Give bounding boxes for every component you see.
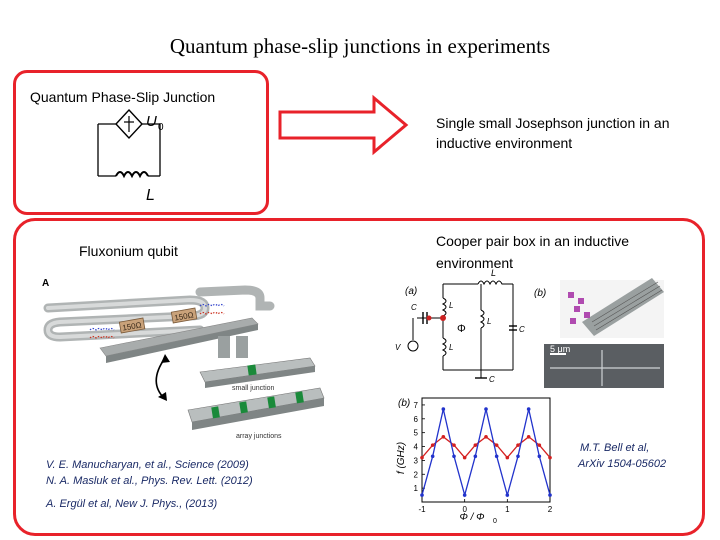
series-point-1 bbox=[462, 455, 467, 460]
cpb-circuit-diagram: (a) L L L L C Φ C V C bbox=[395, 268, 525, 384]
y-tick-label: 6 bbox=[414, 415, 419, 424]
series-point-2 bbox=[430, 454, 435, 459]
series-point-2 bbox=[505, 493, 510, 497]
x-tick-label: -1 bbox=[418, 505, 426, 514]
series-point-1 bbox=[494, 443, 499, 447]
series-point-1 bbox=[505, 455, 510, 460]
citation-ergul: A. Ergül et al, New J. Phys., (2013) bbox=[46, 498, 218, 510]
y-tick-label: 4 bbox=[414, 443, 419, 452]
series-point-2 bbox=[537, 454, 542, 459]
y-tick-label: 1 bbox=[414, 484, 419, 493]
qps-inductor bbox=[115, 171, 149, 179]
fluxonium-device-image: A 150Ω 150Ω small junction array junctio… bbox=[42, 278, 325, 440]
cpb-label-lsh: L bbox=[487, 317, 491, 326]
scale-bar-label: 5 μm bbox=[550, 344, 570, 354]
citation-bell-line2: ArXiv 1504-05602 bbox=[578, 458, 667, 470]
josephson-text-line2: inductive environment bbox=[436, 135, 573, 151]
array-junctions-label: array junctions bbox=[236, 433, 282, 440]
y-tick-label: 3 bbox=[414, 456, 419, 465]
series-point-2 bbox=[526, 407, 531, 411]
plot-panel-label: (b) bbox=[398, 398, 410, 409]
y-tick-label: 7 bbox=[414, 401, 419, 410]
series-point-1 bbox=[441, 435, 446, 439]
series-point-1 bbox=[430, 443, 435, 447]
cpb-label-lb-bottom: L bbox=[449, 343, 453, 352]
small-junction-label: small junction bbox=[232, 385, 275, 392]
cpb-label-cg: C bbox=[411, 303, 417, 312]
cpb-label-phi: Φ bbox=[457, 323, 466, 335]
series-point-2 bbox=[548, 493, 552, 497]
series-point-1 bbox=[548, 455, 552, 460]
spectrum-plot: (b) f (GHz) 1 2 3 4 5 6 7 -1 0 1 2 Φ / Φ 0 bbox=[396, 397, 553, 524]
citation-bell-line1: M.T. Bell et al, bbox=[580, 442, 650, 454]
series-point-2 bbox=[484, 407, 488, 411]
qps-diamond-element bbox=[115, 108, 143, 140]
series-point-2 bbox=[494, 454, 499, 459]
series-point-2 bbox=[452, 454, 456, 459]
series-point-1 bbox=[526, 435, 531, 439]
citation-masluk: N. A. Masluk et al., Phys. Rev. Lett. (2… bbox=[46, 475, 253, 487]
plot-frame bbox=[421, 397, 551, 503]
cpb-panel-a: (a) bbox=[405, 286, 417, 297]
cpb-panel-b: (b) bbox=[534, 288, 546, 299]
qps-circuit-diagram: U 0 L bbox=[97, 108, 164, 204]
resistor-right bbox=[170, 307, 198, 324]
series-point-1 bbox=[452, 443, 456, 447]
right-arrow-icon bbox=[278, 94, 409, 156]
series-point-1 bbox=[473, 443, 478, 447]
x-tick-label: 2 bbox=[548, 505, 553, 514]
josephson-text-line1: Single small Josephson junction in an bbox=[436, 115, 670, 131]
series-point-2 bbox=[516, 454, 520, 459]
plot-xlabel: Φ / Φ bbox=[459, 512, 484, 523]
qps-l-symbol: L bbox=[146, 187, 155, 204]
cpb-label-l: L bbox=[491, 268, 496, 278]
fluxonium-label: Fluxonium qubit bbox=[79, 243, 178, 259]
fluxonium-panel-letter: A bbox=[42, 278, 49, 289]
cpb-label-vg: V bbox=[395, 343, 401, 352]
qps-u-symbol: U bbox=[146, 113, 157, 130]
resistor-left-label: 150Ω bbox=[122, 320, 143, 332]
series-point-2 bbox=[473, 454, 478, 459]
series-point-1 bbox=[537, 443, 542, 447]
series-point-2 bbox=[420, 493, 424, 497]
y-tick-label: 5 bbox=[414, 429, 419, 438]
qps-label: Quantum Phase-Slip Junction bbox=[30, 89, 216, 105]
resistor-right-label: 150Ω bbox=[174, 310, 195, 322]
qps-box: Quantum Phase-Slip Junction bbox=[13, 70, 269, 215]
x-tick-label: 1 bbox=[505, 505, 510, 514]
slide-title: Quantum phase-slip junctions in experime… bbox=[169, 34, 551, 58]
cpb-text-line2: environment bbox=[436, 255, 514, 271]
series-point-1 bbox=[420, 455, 424, 460]
series-point-2 bbox=[441, 407, 446, 411]
y-tick-label: 2 bbox=[414, 470, 419, 479]
cpb-label-lb-top: L bbox=[449, 301, 453, 310]
cpb-micrograph-image: (b) 5 μm bbox=[534, 278, 664, 388]
x-tick-label: 0 bbox=[462, 505, 467, 514]
cpb-label-cgnd: C bbox=[489, 375, 495, 384]
cpb-label-c: C bbox=[519, 325, 525, 334]
series-point-2 bbox=[462, 493, 467, 497]
series-point-1 bbox=[516, 443, 520, 447]
citation-manucharyan: V. E. Manucharyan, et al., Science (2009… bbox=[46, 459, 249, 471]
plot-xlabel-subscript: 0 bbox=[493, 518, 497, 524]
experiments-box bbox=[13, 218, 705, 536]
plot-ylabel: f (GHz) bbox=[396, 442, 407, 474]
qps-u-subscript: 0 bbox=[158, 122, 164, 133]
resistor-left bbox=[118, 317, 146, 334]
series-point-1 bbox=[484, 435, 488, 439]
cpb-text-line1: Cooper pair box in an inductive bbox=[436, 233, 630, 249]
